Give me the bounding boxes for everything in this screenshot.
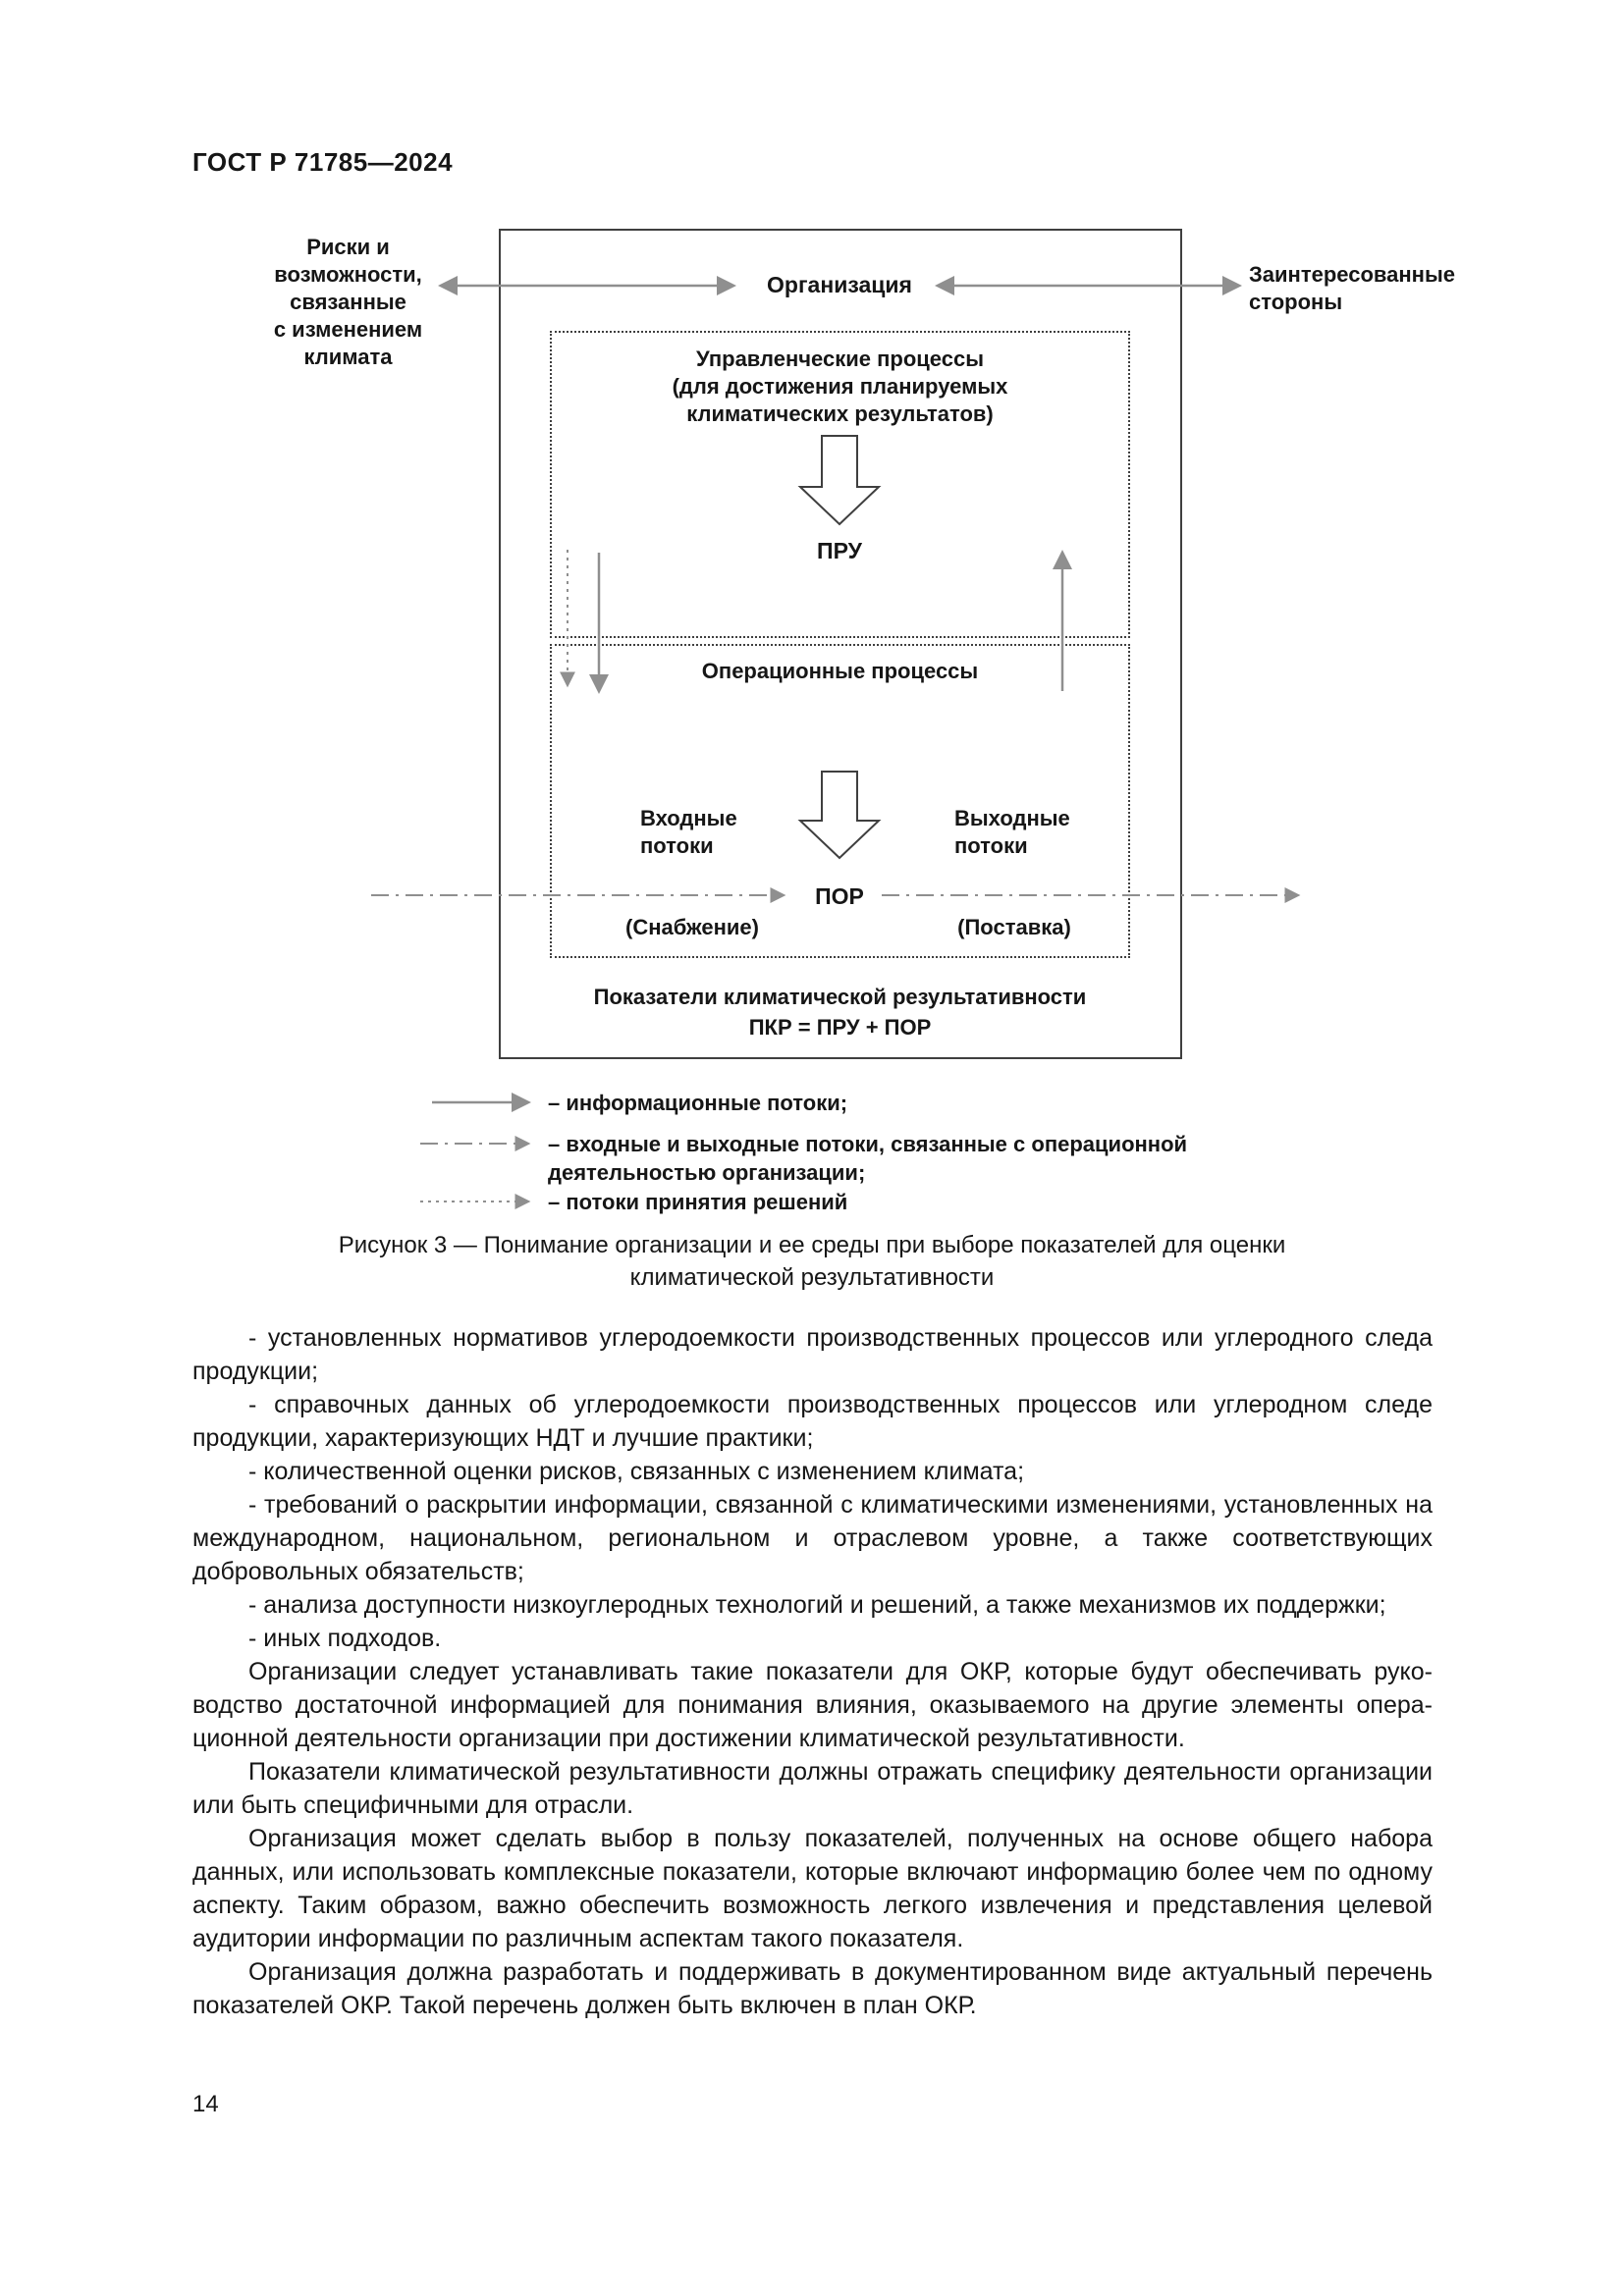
pru-label: ПРУ xyxy=(817,538,862,563)
supply-label: (Снабжение) xyxy=(625,915,759,939)
stakeholders-label: Заинтересованные стороны xyxy=(1249,262,1455,314)
paragraph: Организации следует устанавливать такие … xyxy=(192,1658,1433,1752)
legend-info-flows: – информационные потоки; xyxy=(548,1091,848,1115)
document-header: ГОСТ Р 71785—2024 xyxy=(192,147,454,177)
page-number: 14 xyxy=(192,2091,219,2117)
climate-indicators-label: Показатели климатической результативност… xyxy=(593,985,1087,1040)
paragraph: - справочных данных об углеродоемкости п… xyxy=(192,1391,1433,1452)
paragraph: Организация должна разработать и поддерж… xyxy=(192,1958,1433,2019)
body-text: - установленных нормативов углеродоемкос… xyxy=(192,1321,1433,2022)
por-label: ПОР xyxy=(815,883,864,909)
figure-caption: Рисунок 3 — Понимание организации и ее с… xyxy=(338,1232,1286,1291)
climate-risks-label: Риски и возможности, связанные с изменен… xyxy=(273,235,423,369)
operational-processes-title: Операционные процессы xyxy=(701,659,979,683)
management-processes-box xyxy=(550,331,1130,638)
legend-decision-flows: – потоки принятия решений xyxy=(548,1190,848,1214)
paragraph: Показатели климатической результативност… xyxy=(192,1758,1433,1819)
input-flows-label: Входные потоки xyxy=(640,806,737,858)
paragraph: - установленных нормативов углеродоемкос… xyxy=(192,1324,1433,1385)
paragraph: - требований о раскрытии информации, свя… xyxy=(192,1491,1433,1585)
organization-box xyxy=(499,229,1182,1059)
paragraph: - иных подходов. xyxy=(248,1625,442,1652)
legend-io-flows: – входные и выходные потоки, связанные с… xyxy=(548,1132,1188,1185)
delivery-label: (Поставка) xyxy=(957,915,1071,939)
paragraph: - анализа доступности низкоуглеродных те… xyxy=(248,1591,1386,1619)
paragraph: Организация может сделать выбор в пользу… xyxy=(192,1825,1433,1952)
output-flows-label: Выходные потоки xyxy=(954,806,1070,858)
organization-label: Организация xyxy=(767,272,912,297)
paragraph: - количественной оценки рисков, связанны… xyxy=(248,1458,1025,1485)
operational-processes-box xyxy=(550,644,1130,958)
management-processes-title: Управленческие процессы (для достижения … xyxy=(672,347,1008,426)
